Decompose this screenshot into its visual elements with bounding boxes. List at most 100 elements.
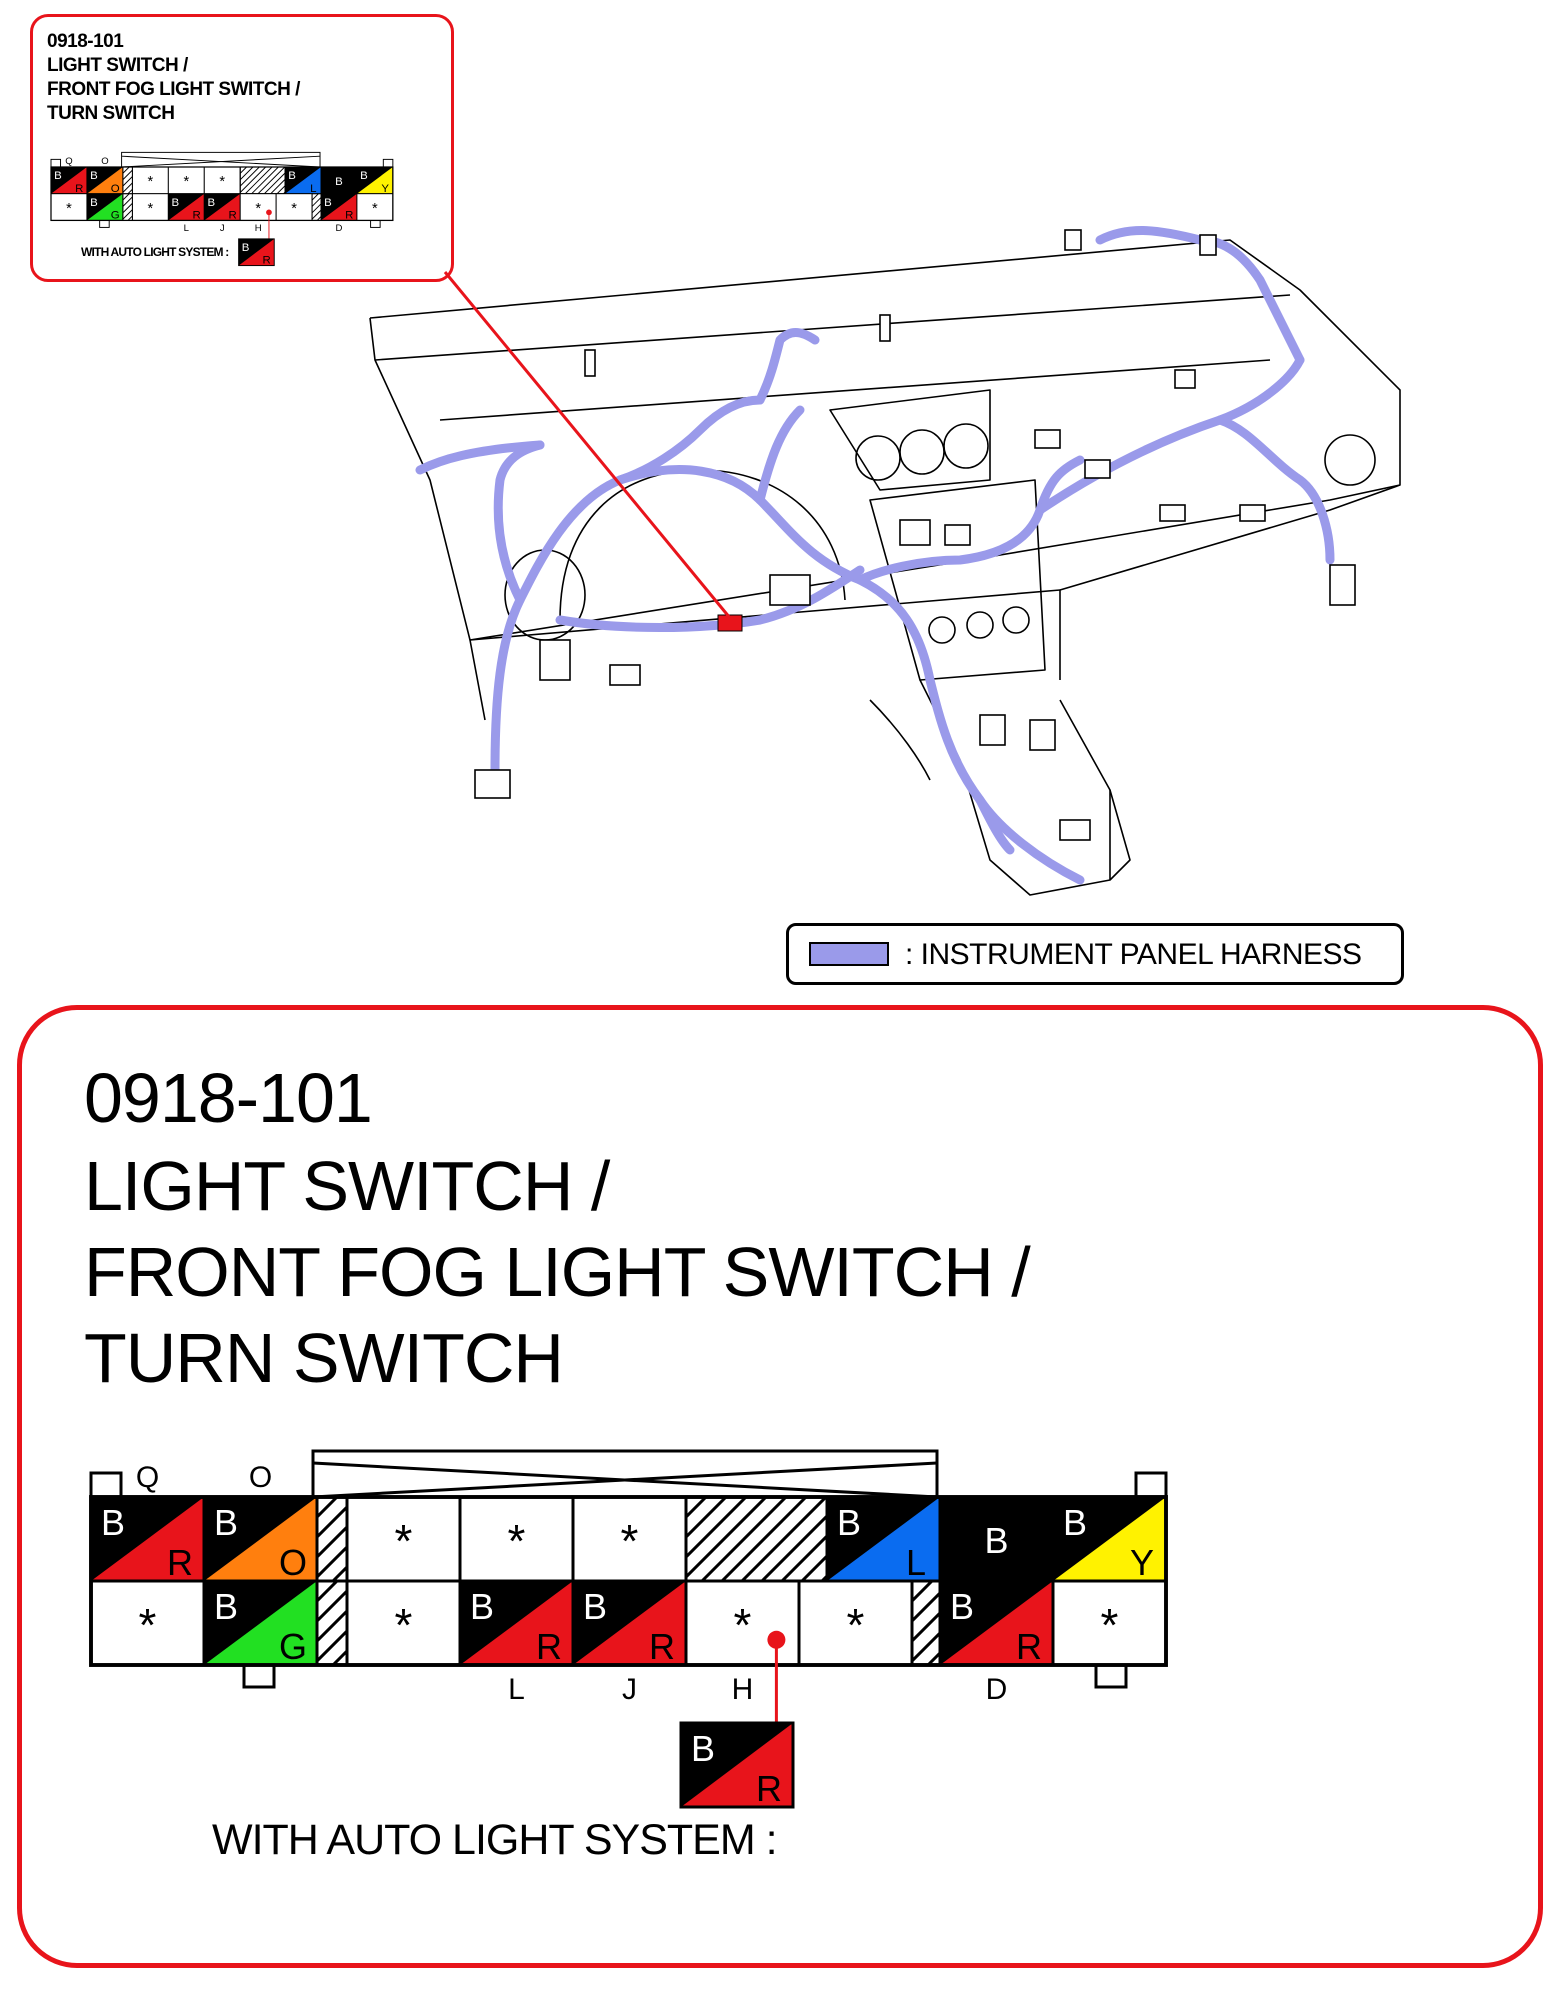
- pin-big-top-9-secondary-color: Y: [1130, 1542, 1154, 1583]
- pin-mini-bottom-2-primary-color: B: [90, 197, 98, 209]
- pin-mini-top-6-blocked: [240, 167, 286, 194]
- pin-mini-bottom-7: [276, 193, 313, 221]
- pin-mini-bottom-4-secondary-color: R: [193, 210, 201, 222]
- pin-mini-bottom-2-tracer: [86, 193, 123, 221]
- pin-big-top-4: [460, 1497, 573, 1581]
- pin-mini-top-8: [320, 167, 357, 194]
- pin-big-top-2-primary-color: B: [214, 1502, 238, 1543]
- pin-mini-bottom-8-tracer: [320, 193, 357, 221]
- pin-big-bottom-8-tracer: [940, 1581, 1053, 1665]
- pin-big-top-9-tracer: [1053, 1497, 1166, 1581]
- pin-mini-bottom-6: [240, 193, 277, 221]
- connector-code: 0918-101: [84, 1059, 373, 1137]
- connector-detail-callout: 0918-101 LIGHT SWITCH / FRONT FOG LIGHT …: [17, 1005, 1543, 1968]
- pin-mini-top-2-secondary-color: O: [111, 183, 120, 195]
- pin-mini-bottom-8-secondary-color: R: [345, 210, 353, 222]
- mini-pin-label-q: Q: [65, 156, 72, 167]
- mini-pin-label-j: J: [220, 223, 225, 234]
- pin-big-bottom-1-empty-mark: *: [139, 1599, 157, 1651]
- pin-mini-top-4: [168, 167, 205, 194]
- connector-name-line1: LIGHT SWITCH /: [84, 1147, 610, 1225]
- mini-connector-code: 0918-101: [47, 31, 124, 52]
- pin-mini-bottom-3: [132, 193, 169, 221]
- mini-connector-name-line3: TURN SWITCH: [47, 103, 175, 124]
- pin-big-top-7-tracer: [827, 1497, 940, 1581]
- pin-mini-bottom-6-empty-mark: *: [255, 201, 261, 217]
- pin-big-bottom-5-secondary-color: R: [649, 1626, 675, 1667]
- mini-pin-label-h: H: [255, 223, 262, 234]
- big-auto-light-primary: B: [691, 1728, 715, 1769]
- big-pin-label-j: J: [622, 1673, 637, 1706]
- pin-big-bottom-2-tracer: [204, 1581, 317, 1665]
- harness-legend-swatch: [809, 942, 889, 966]
- pin-mini-top-7-primary-color: B: [288, 170, 296, 182]
- pin-big-bottom-5-tracer: [573, 1581, 686, 1665]
- pin-big-bottom-9-empty-mark: *: [1101, 1599, 1119, 1651]
- mini-auto-light-label: WITH AUTO LIGHT SYSTEM :: [81, 245, 229, 259]
- pin-mini-top-1-tracer: [51, 167, 87, 194]
- connector-name-line2: FRONT FOG LIGHT SWITCH /: [84, 1233, 1031, 1311]
- pin-mini-top-3-empty-mark: *: [148, 174, 154, 190]
- mini-pin-label-l: L: [184, 223, 189, 234]
- pin-big-bottom-4-primary-color: B: [470, 1586, 494, 1627]
- big-tab-bottom-left: [242, 1663, 276, 1689]
- pin-big-bottom-7-empty-mark: *: [847, 1599, 865, 1651]
- pin-big-bottom-9: [1053, 1581, 1166, 1665]
- pin-big-bottom-4-secondary-color: R: [536, 1626, 562, 1667]
- pin-mini-top-7-secondary-color: L: [310, 183, 316, 195]
- pin-mini-bottom-8-primary-color: B: [324, 197, 332, 209]
- pin-mini-bottom-5-secondary-color: R: [228, 210, 236, 222]
- pin-big-top-3: [347, 1497, 460, 1581]
- pin-mini-bottom-9: [356, 193, 393, 221]
- pin-mini-top-9-primary-color: B: [360, 170, 368, 182]
- big-outline: [89, 1495, 1168, 1667]
- pin-big-top-3-empty-mark: *: [395, 1515, 413, 1567]
- pin-big-top-4-empty-mark: *: [508, 1515, 526, 1567]
- big-pin-label-q: Q: [136, 1461, 159, 1494]
- pin-big-bottom-8-secondary-color: R: [1016, 1626, 1042, 1667]
- pin-mini-top-2-primary-color: B: [90, 170, 98, 182]
- pin-big-bottom-5-primary-color: B: [583, 1586, 607, 1627]
- big-pin-label-l: L: [508, 1673, 525, 1706]
- pin-big-bottom-4-tracer: [460, 1581, 573, 1665]
- big-pin-label-h: H: [732, 1673, 754, 1706]
- pin-big-bottom-7: [799, 1581, 912, 1665]
- mini-auto-light-primary: B: [242, 242, 250, 254]
- big-tab-bottom-right: [1094, 1663, 1128, 1689]
- pin-big-top-5: [573, 1497, 686, 1581]
- mini-auto-light-secondary: R: [262, 255, 270, 267]
- pin-big-top-7-primary-color: B: [837, 1502, 861, 1543]
- harness-legend: : INSTRUMENT PANEL HARNESS: [786, 923, 1404, 985]
- pin-mini-top-5: [204, 167, 241, 194]
- pin-big-bottom-3-empty-mark: *: [395, 1599, 413, 1651]
- pin-mini-bottom-3-empty-mark: *: [148, 201, 154, 217]
- pin-mini-top-7-tracer: [285, 167, 321, 194]
- pin-mini-bottom-1: [51, 193, 87, 221]
- pin-mini-bottom-4-primary-color: B: [172, 197, 180, 209]
- connector-name-line3: TURN SWITCH: [84, 1319, 564, 1397]
- pin-mini-top-9-secondary-color: Y: [381, 183, 389, 195]
- pin-mini-top-1-secondary-color: R: [75, 183, 83, 195]
- pin-mini-top-9-tracer: [356, 167, 393, 194]
- big-key-strip-bottom-right: [912, 1581, 940, 1665]
- pin-mini-bottom-1-empty-mark: *: [66, 201, 72, 217]
- pin-big-top-1-tracer: [91, 1497, 204, 1581]
- big-auto-light-secondary: R: [756, 1768, 782, 1809]
- pin-mini-top-2-tracer: [86, 167, 123, 194]
- pin-big-top-9-primary-color: B: [1063, 1502, 1087, 1543]
- pin-mini-bottom-9-empty-mark: *: [372, 201, 378, 217]
- pin-big-top-6-blocked: [686, 1497, 827, 1581]
- pin-mini-top-3: [132, 167, 169, 194]
- big-key-strip-top: [317, 1497, 347, 1581]
- pin-big-bottom-8-primary-color: B: [950, 1586, 974, 1627]
- pin-big-bottom-6-empty-mark: *: [734, 1599, 752, 1651]
- mini-outline: [50, 166, 394, 222]
- mini-key-strip-bottom-left: [122, 193, 133, 221]
- pin-big-bottom-1: [91, 1581, 204, 1665]
- harness-legend-label: : INSTRUMENT PANEL HARNESS: [905, 938, 1362, 971]
- big-tab-top-right: [1134, 1471, 1168, 1499]
- big-pin-label-d: D: [986, 1673, 1008, 1706]
- pin-big-bottom-3: [347, 1581, 460, 1665]
- pin-big-top-2-secondary-color: O: [279, 1542, 307, 1583]
